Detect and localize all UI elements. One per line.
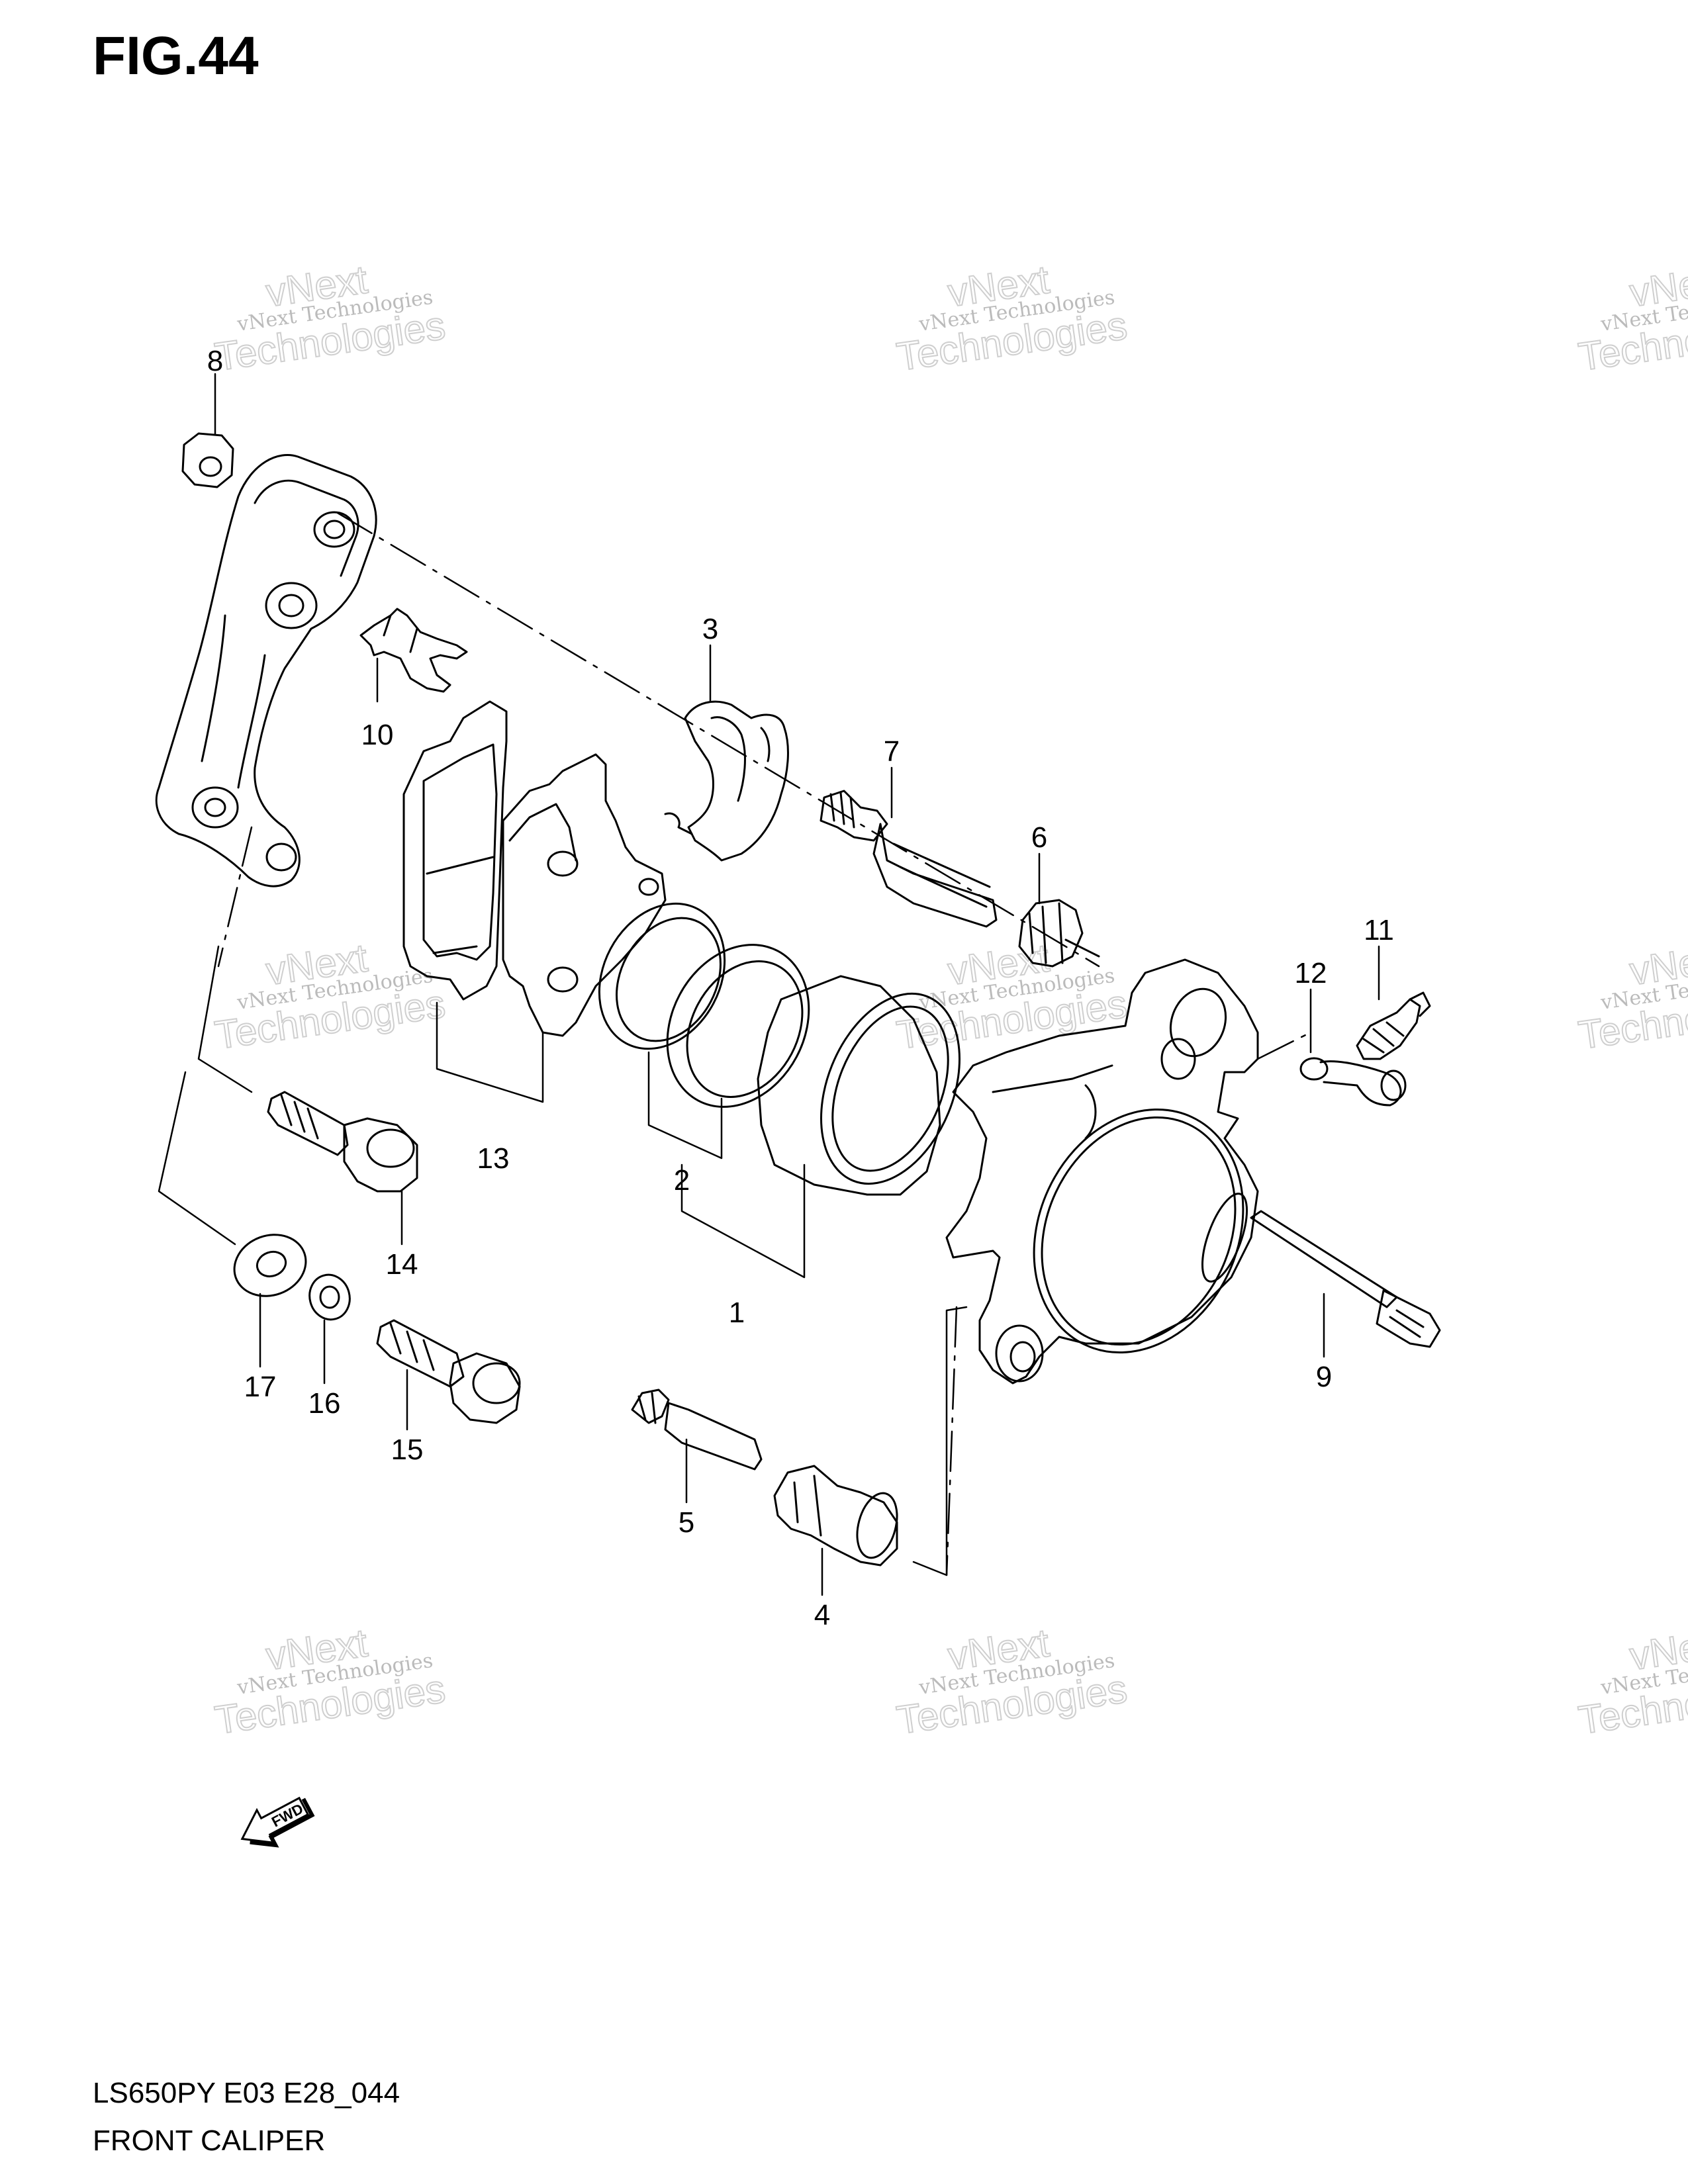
part-10-pad-spring xyxy=(359,608,468,693)
part-label-4: 4 xyxy=(814,1599,830,1631)
axis-line xyxy=(217,826,253,968)
caliper-mounting-bracket xyxy=(155,454,377,887)
watermark-mid-center: vNext Technologies vNext Technologies xyxy=(894,934,1131,1058)
part-label-7: 7 xyxy=(884,735,900,768)
part-13-pad-outer xyxy=(402,700,508,1001)
watermark-text: vNext xyxy=(1627,257,1688,315)
part-1-piston xyxy=(757,975,961,1196)
fwd-arrow-icon: FWD xyxy=(240,1796,315,1848)
part-label-16: 16 xyxy=(308,1387,341,1420)
part-11-bleeder-valve xyxy=(1356,991,1431,1060)
watermark-mid-left: vNext Technologies vNext Technologies xyxy=(212,934,449,1058)
part-label-5: 5 xyxy=(679,1506,694,1539)
part-1-leader xyxy=(680,1163,806,1279)
leader-bracket-4 xyxy=(912,1306,968,1576)
part-label-2: 2 xyxy=(674,1164,690,1197)
part-16-washer xyxy=(308,1273,351,1321)
axis-line xyxy=(1256,1031,1312,1060)
part-number-labels: 8 3 10 7 6 11 12 13 2 14 1 9 17 16 15 5 … xyxy=(207,345,1394,1631)
part-label-17: 17 xyxy=(244,1371,277,1403)
part-label-13: 13 xyxy=(477,1142,510,1175)
axis-line xyxy=(945,1306,958,1576)
part-label-8: 8 xyxy=(207,345,223,377)
part-2-dust-seal xyxy=(666,944,810,1108)
label-leaders xyxy=(158,373,1380,1596)
part-label-12: 12 xyxy=(1295,957,1327,989)
part-14-bolt xyxy=(267,1091,418,1193)
watermark-text: vNext xyxy=(1627,1620,1688,1678)
part-label-6: 6 xyxy=(1031,821,1047,854)
watermark-top-center: vNext Technologies vNext Technologies xyxy=(894,256,1131,379)
part-12-bleeder-cap xyxy=(1299,1057,1407,1107)
part-label-10: 10 xyxy=(361,719,394,751)
figure-title: FIG.44 xyxy=(93,26,259,86)
caliper-body xyxy=(945,958,1259,1385)
part-13-pad-inner xyxy=(502,753,667,1037)
assembly-axis-lines xyxy=(217,512,1312,1576)
watermark-bottom-left: vNext Technologies vNext Technologies xyxy=(212,1619,449,1743)
part-5-pin xyxy=(631,1388,763,1471)
part-label-3: 3 xyxy=(702,613,718,645)
part-7-pin-bolt xyxy=(820,790,998,928)
diagram-caption: FRONT CALIPER xyxy=(93,2124,326,2157)
watermark-text: vNext xyxy=(1627,935,1688,993)
part-label-9: 9 xyxy=(1316,1361,1332,1393)
part-label-14: 14 xyxy=(386,1248,418,1281)
part-4-boot xyxy=(773,1465,898,1567)
watermark-top-left: vNext Technologies vNext Technologies xyxy=(212,256,449,379)
part-2-leader xyxy=(647,1051,723,1160)
leader-bracket-17 xyxy=(158,1071,236,1246)
leader-bracket-14 xyxy=(197,945,253,1093)
part-2-piston-seal xyxy=(598,902,726,1050)
part-9-pin xyxy=(1250,1210,1441,1348)
axis-line xyxy=(336,512,1100,968)
part-8-nut xyxy=(181,432,234,488)
part-3-pad-clip xyxy=(664,700,789,862)
watermark-mid-right: vNext Technologies vNext Technologies xyxy=(1575,934,1688,1058)
part-label-15: 15 xyxy=(391,1433,424,1466)
part-13-leader xyxy=(436,1001,544,1103)
part-label-11: 11 xyxy=(1364,914,1394,946)
watermark-top-right: vNext Technologies vNext Technologies xyxy=(1575,256,1688,379)
model-code: LS650PY E03 E28_044 xyxy=(93,2077,400,2109)
part-6-boot xyxy=(1018,899,1100,968)
part-15-bolt xyxy=(376,1319,521,1424)
part-17-washer xyxy=(233,1234,307,1297)
watermark-bottom-center: vNext Technologies vNext Technologies xyxy=(894,1619,1131,1743)
part-label-1: 1 xyxy=(729,1297,745,1329)
watermark-bottom-right: vNext Technologies vNext Technologies xyxy=(1575,1619,1688,1743)
